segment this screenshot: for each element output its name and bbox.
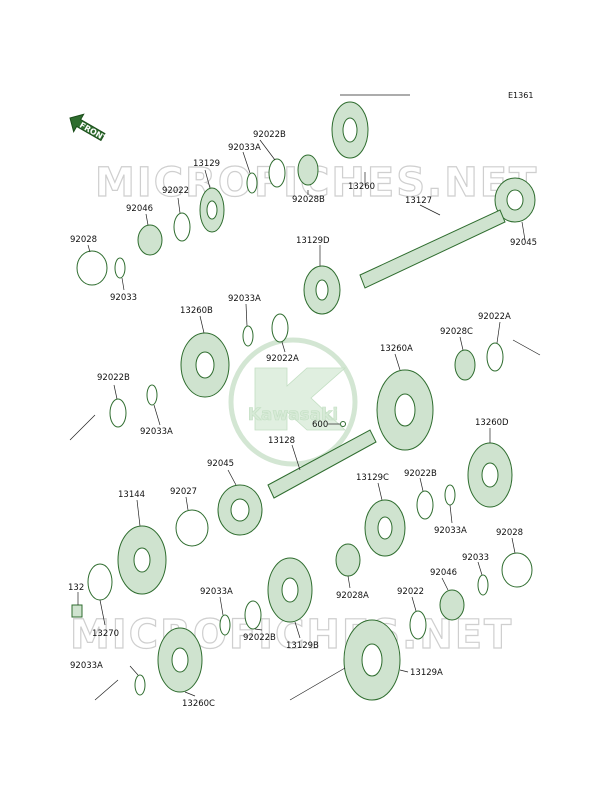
washer-92022b-top	[268, 158, 286, 188]
circlip-92033a-top	[246, 172, 258, 194]
label-92022a-right: 92022A	[478, 312, 511, 322]
label-13270: 13270	[92, 629, 119, 639]
label-13127: 13127	[405, 196, 432, 206]
washer-92022a-right	[486, 342, 504, 372]
gear-13129b	[267, 557, 313, 623]
gear-13260	[331, 101, 369, 159]
gear-13260a	[376, 369, 434, 451]
label-13129a: 13129A	[410, 668, 443, 678]
label-92028b: 92028B	[292, 195, 325, 205]
bearing-92046-right	[439, 589, 465, 621]
label-92046: 92046	[126, 204, 153, 214]
bolt-132	[71, 604, 83, 618]
gear-13260b	[180, 332, 230, 398]
washer-92022-right	[409, 610, 427, 640]
label-13144: 13144	[118, 490, 145, 500]
plate-13270	[87, 563, 113, 601]
gear-13129c	[364, 499, 406, 557]
label-92028-right: 92028	[496, 528, 523, 538]
collar-92028-right	[501, 552, 533, 588]
bearing-92046	[137, 224, 163, 256]
label-92033: 92033	[110, 293, 137, 303]
label-92028c: 92028C	[440, 327, 473, 337]
kawasaki-logo-text: Kawasaki	[248, 405, 339, 425]
bearing-92045-top	[494, 177, 536, 223]
label-92033a-right: 92033A	[434, 526, 467, 536]
label-92046-right: 92046	[430, 568, 457, 578]
label-92022b-top: 92022B	[253, 130, 286, 140]
bushing-92028a	[335, 543, 361, 577]
gear-13260c	[157, 627, 203, 693]
gear-13129	[199, 187, 225, 233]
circlip-92033	[114, 257, 126, 279]
label-92033a-left: 92033A	[140, 427, 173, 437]
label-92027: 92027	[170, 487, 197, 497]
label-92045-mid: 92045	[207, 459, 234, 469]
label-13260c: 13260C	[182, 699, 215, 709]
label-92022a-mid: 92022A	[266, 354, 299, 364]
label-92045-top: 92045	[510, 238, 537, 248]
label-92022b-left: 92022B	[97, 373, 130, 383]
gear-13260d	[467, 442, 513, 508]
circlip-92033a-mid	[242, 325, 254, 347]
circlip-92033a-right	[444, 484, 456, 506]
bushing-92028b	[297, 154, 319, 186]
label-13260b: 13260B	[180, 306, 213, 316]
label-13129: 13129	[193, 159, 220, 169]
label-13260a: 13260A	[380, 344, 413, 354]
washer-92022b-left	[109, 398, 127, 428]
label-13260: 13260	[348, 182, 375, 192]
diagram-code: E1361	[508, 91, 533, 100]
label-600: 600	[312, 420, 328, 430]
sprocket-13144	[117, 525, 167, 595]
label-92033a-mid: 92033A	[228, 294, 261, 304]
part-labels: 92022B 92033A 13129 92022 92046 92028 92…	[68, 130, 537, 709]
gear-13129d	[303, 265, 341, 315]
bearing-92045-mid	[217, 484, 263, 536]
label-132: 132	[68, 583, 84, 593]
pin-600	[340, 421, 346, 427]
label-13128: 13128	[268, 436, 295, 446]
washer-92022	[173, 212, 191, 242]
circlip-92033a-left	[146, 384, 158, 406]
washer-92022b-right	[416, 490, 434, 520]
washer-92022b-bottom	[244, 600, 262, 630]
washer-92022a-mid	[271, 313, 289, 343]
label-92022-right: 92022	[397, 587, 424, 597]
kawasaki-logo: Kawasaki	[228, 337, 358, 467]
label-92033a-top: 92033A	[228, 143, 261, 153]
label-92022: 92022	[162, 186, 189, 196]
label-92022b-bottom: 92022B	[243, 633, 276, 643]
label-13129c: 13129C	[356, 473, 389, 483]
label-92028: 92028	[70, 235, 97, 245]
circlip-92033-right	[477, 574, 489, 596]
label-13129b: 13129B	[286, 641, 319, 651]
label-92033-right: 92033	[462, 553, 489, 563]
front-label: FRONT	[78, 121, 109, 144]
label-13260d: 13260D	[475, 418, 509, 428]
label-92033a-bottom-left: 92033A	[70, 661, 103, 671]
collar-92027	[175, 509, 209, 547]
circlip-92033a-bottom-left	[134, 674, 146, 696]
collar-92028	[76, 250, 108, 286]
label-92022b-right: 92022B	[404, 469, 437, 479]
shaft-13127	[359, 209, 506, 289]
label-92033a-bottom: 92033A	[200, 587, 233, 597]
label-92028a: 92028A	[336, 591, 369, 601]
front-arrow-icon: FRONT	[69, 113, 109, 144]
shaft-13128	[267, 429, 377, 499]
bushing-92028c	[454, 349, 476, 381]
leader-lines	[69, 94, 541, 701]
circlip-92033a-bottom	[219, 614, 231, 636]
label-13129d: 13129D	[296, 236, 330, 246]
gear-13129a	[343, 619, 401, 701]
